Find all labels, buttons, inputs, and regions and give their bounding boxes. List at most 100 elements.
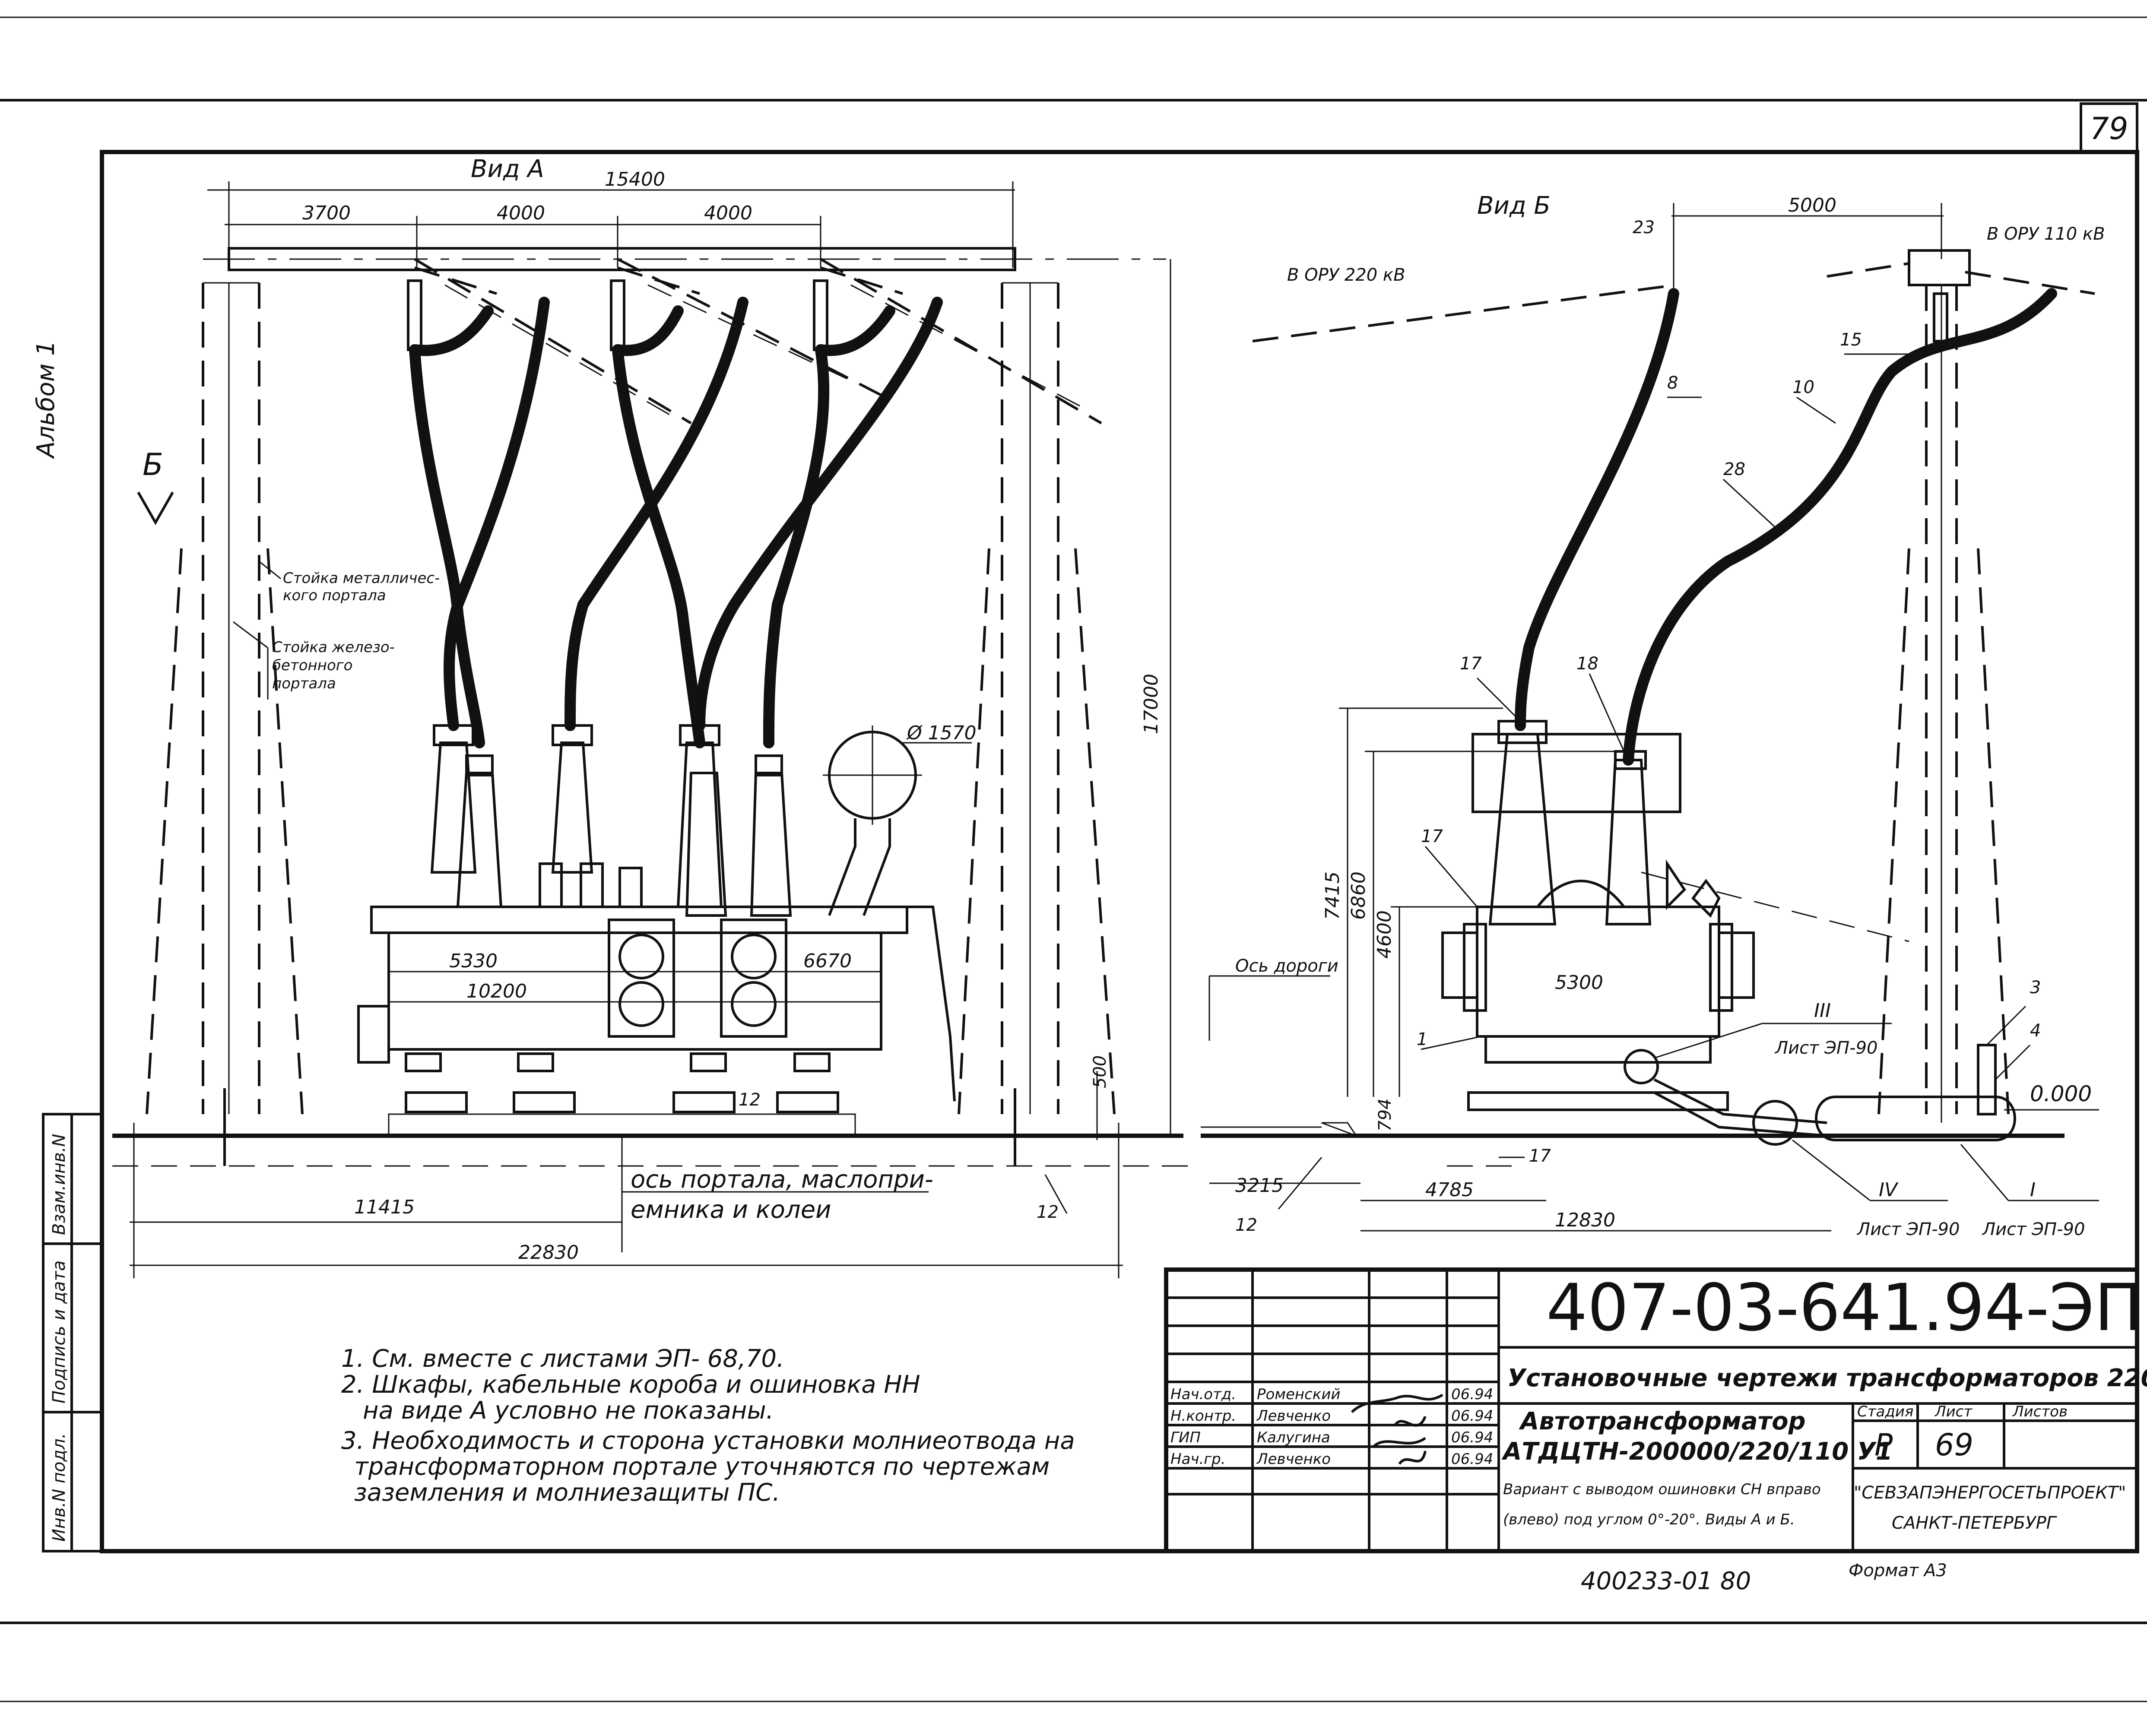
org-1: "СЕВЗАПЭНЕРГОСЕТЬПРОЕКТ" — [1854, 1483, 2126, 1503]
hdr-sheets: Листов — [2012, 1403, 2068, 1420]
conservator: Ø 1570 — [823, 722, 977, 916]
signer-date-1: 06.94 — [1451, 1386, 1493, 1403]
dim-794: 794 — [1375, 1099, 1395, 1131]
ref-III-circle — [1624, 1049, 1659, 1084]
note-3b: трансформаторном портале уточняются по ч… — [354, 1453, 1050, 1481]
dim-5000: 5000 — [1788, 194, 1836, 216]
stamp-vzam: Взам.инв.N — [49, 1134, 69, 1235]
view-b: Вид Б В ОРУ 220 кВ В ОРУ 110 кВ 5000 23 … — [1201, 192, 2105, 1239]
drawing-code: 407-03-641.94-ЭП — [1546, 1270, 2143, 1346]
dim-4000a: 4000 — [497, 202, 545, 224]
note-3: 3. Необходимость и сторона установки мол… — [341, 1427, 1075, 1455]
post-labels: Стойка металличес- кого портала Стойка ж… — [233, 561, 440, 700]
portal-left-post — [146, 282, 304, 1115]
pos-12a: 12 — [739, 1090, 761, 1110]
pos-15: 15 — [1840, 330, 1862, 350]
pos-17a: 17 — [1460, 654, 1482, 674]
signer-role-1: Нач.отд. — [1170, 1386, 1236, 1403]
hdr-sheet: Лист — [1934, 1403, 1973, 1420]
dim-3700: 3700 — [302, 202, 351, 224]
portal-right-post — [958, 282, 1116, 1115]
variant-2: (влево) под углом 0°-20°. Виды А и Б. — [1503, 1511, 1795, 1528]
signer-date-2: 06.94 — [1451, 1407, 1493, 1425]
level-0: 0.000 — [2030, 1081, 2092, 1106]
signer-name-2: Левченко — [1256, 1407, 1331, 1425]
signer-date-3: 06.94 — [1451, 1429, 1493, 1446]
pos-17c: 17 — [1529, 1146, 1551, 1166]
pos-1: 1 — [1417, 1030, 1427, 1049]
lightning-rod-base — [1977, 1044, 1997, 1115]
ref-I-outline — [1815, 1096, 2016, 1141]
dim-500: 500 — [1090, 1055, 1110, 1088]
axis-label-1: ось портала, маслопри- — [631, 1166, 933, 1194]
bushings — [430, 724, 792, 917]
dim-12830: 12830 — [1555, 1209, 1615, 1231]
label-rc-post-1: Стойка железо- — [272, 639, 395, 656]
dim-diameter: Ø 1570 — [906, 722, 977, 744]
side-stamp: Инв.N подл. Подпись и дата Взам.инв.N — [42, 1113, 103, 1552]
ref-III-sheet: Лист ЭП-90 — [1774, 1038, 1877, 1058]
signature-2 — [1394, 1416, 1427, 1427]
view-a-title: Вид А — [471, 155, 544, 183]
label-to-110: В ОРУ 110 кВ — [1987, 224, 2105, 244]
ref-III: III — [1814, 1000, 1831, 1022]
sheet-number-box — [2080, 102, 2138, 153]
dim-4600: 4600 — [1373, 910, 1395, 959]
note-2: 2. Шкафы, кабельные короба и ошиновка НН — [341, 1371, 920, 1399]
insulator-strings — [407, 258, 1102, 424]
label-metal-post-2: кого портала — [283, 587, 386, 604]
dim-10200: 10200 — [466, 980, 527, 1002]
view-a: Вид А 15400 3700 4000 4000 — [112, 155, 1188, 1278]
pos-23: 23 — [1633, 218, 1655, 238]
dim-7415: 7415 — [1322, 871, 1344, 920]
org-2: САНКТ-ПЕТЕРБУРГ — [1892, 1513, 2057, 1533]
label-rc-post-2: бетонного — [272, 657, 352, 674]
stamp-podpis: Подпись и дата — [49, 1261, 69, 1403]
pos-3: 3 — [2030, 978, 2041, 998]
dim-6670: 6670 — [803, 950, 852, 972]
transformer-b: 5300 — [1441, 720, 1909, 1111]
drawing-name-2: АТДЦТН-200000/220/110 У1 — [1501, 1438, 1893, 1466]
dim-3215: 3215 — [1235, 1175, 1284, 1197]
note-2b: на виде А условно не показаны. — [363, 1397, 774, 1425]
label-to-220: В ОРУ 220 кВ — [1287, 265, 1405, 285]
signer-date-4: 06.94 — [1451, 1451, 1493, 1468]
note-1: 1. См. вместе с листами ЭП- 68,70. — [341, 1345, 784, 1373]
cable-duct — [1653, 1078, 1827, 1137]
album-label: Альбом 1 — [32, 340, 60, 459]
format-label: Формат А3 — [1849, 1561, 1947, 1581]
pos-12b: 12 — [1037, 1202, 1059, 1222]
transformer-tank-a: 5330 6670 10200 — [357, 906, 956, 1113]
portal-head-b — [1908, 249, 1971, 286]
dim-22830: 22830 — [518, 1242, 579, 1264]
signature-3 — [1372, 1437, 1426, 1448]
handwritten-number: 400233-01 80 — [1581, 1567, 1751, 1595]
dim-17000: 17000 — [1140, 674, 1162, 734]
cable-220kv — [1515, 288, 1679, 731]
axis-label-2: емника и колеи — [631, 1196, 831, 1224]
project-name: Установочные чертежи трансформаторов 220… — [1507, 1364, 2147, 1392]
signer-role-4: Нач.гр. — [1170, 1451, 1226, 1468]
cable-110kv — [1623, 288, 2057, 766]
signature-1 — [1351, 1394, 1443, 1413]
signer-name-1: Роменский — [1257, 1386, 1341, 1403]
sheet-number: 79 — [2090, 111, 2128, 146]
stage-value: Р — [1874, 1427, 1893, 1463]
pos-12-b: 12 — [1235, 1215, 1257, 1235]
road-axis: Ось дороги — [1235, 956, 1338, 976]
dim-4785: 4785 — [1425, 1179, 1474, 1201]
signer-name-3: Калугина — [1257, 1429, 1330, 1446]
portal-post-b — [1877, 285, 2010, 1123]
arrow-b-icon — [137, 491, 174, 526]
dim-4000b: 4000 — [704, 202, 752, 224]
stamp-inv-podl: Инв.N подл. — [49, 1433, 69, 1542]
dim-11415: 11415 — [354, 1196, 415, 1218]
ground-b — [1201, 1122, 2065, 1167]
dim-6860: 6860 — [1348, 871, 1370, 920]
dim-5330: 5330 — [449, 950, 498, 972]
pos-8: 8 — [1667, 373, 1678, 393]
hdr-stage: Стадия — [1857, 1403, 1913, 1420]
dim-5300: 5300 — [1555, 972, 1603, 994]
ref-IV: IV — [1879, 1179, 1899, 1201]
